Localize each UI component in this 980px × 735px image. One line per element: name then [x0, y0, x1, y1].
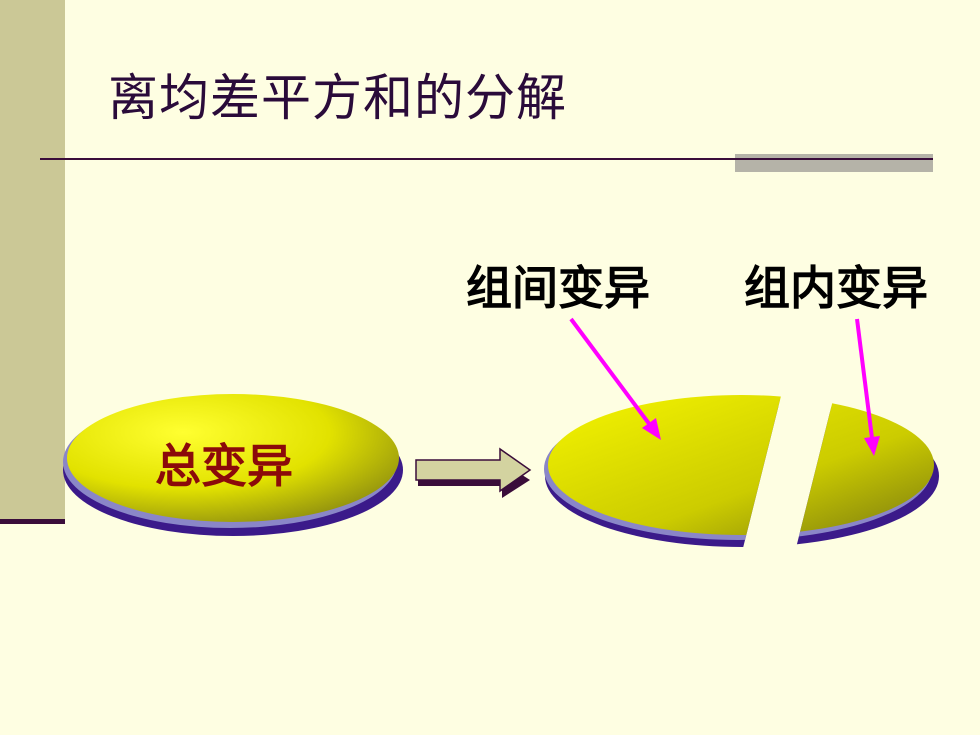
within-group-label: 组内变异	[744, 261, 928, 315]
title-accent-line	[735, 158, 933, 160]
between-group-slice	[544, 395, 785, 547]
total-variance-ellipse	[63, 394, 403, 536]
between-pointer-arrow	[569, 317, 661, 440]
slide-title: 离均差平方和的分解	[108, 69, 567, 127]
left-decor-bar	[0, 0, 65, 520]
left-decor-underline	[0, 519, 65, 524]
total-variance-label: 总变异	[155, 439, 293, 493]
right-arrow-icon	[415, 447, 532, 498]
between-group-label: 组间变异	[466, 261, 650, 315]
within-pointer-arrow	[855, 318, 880, 456]
within-group-slice	[793, 395, 939, 547]
title-divider	[40, 158, 933, 160]
